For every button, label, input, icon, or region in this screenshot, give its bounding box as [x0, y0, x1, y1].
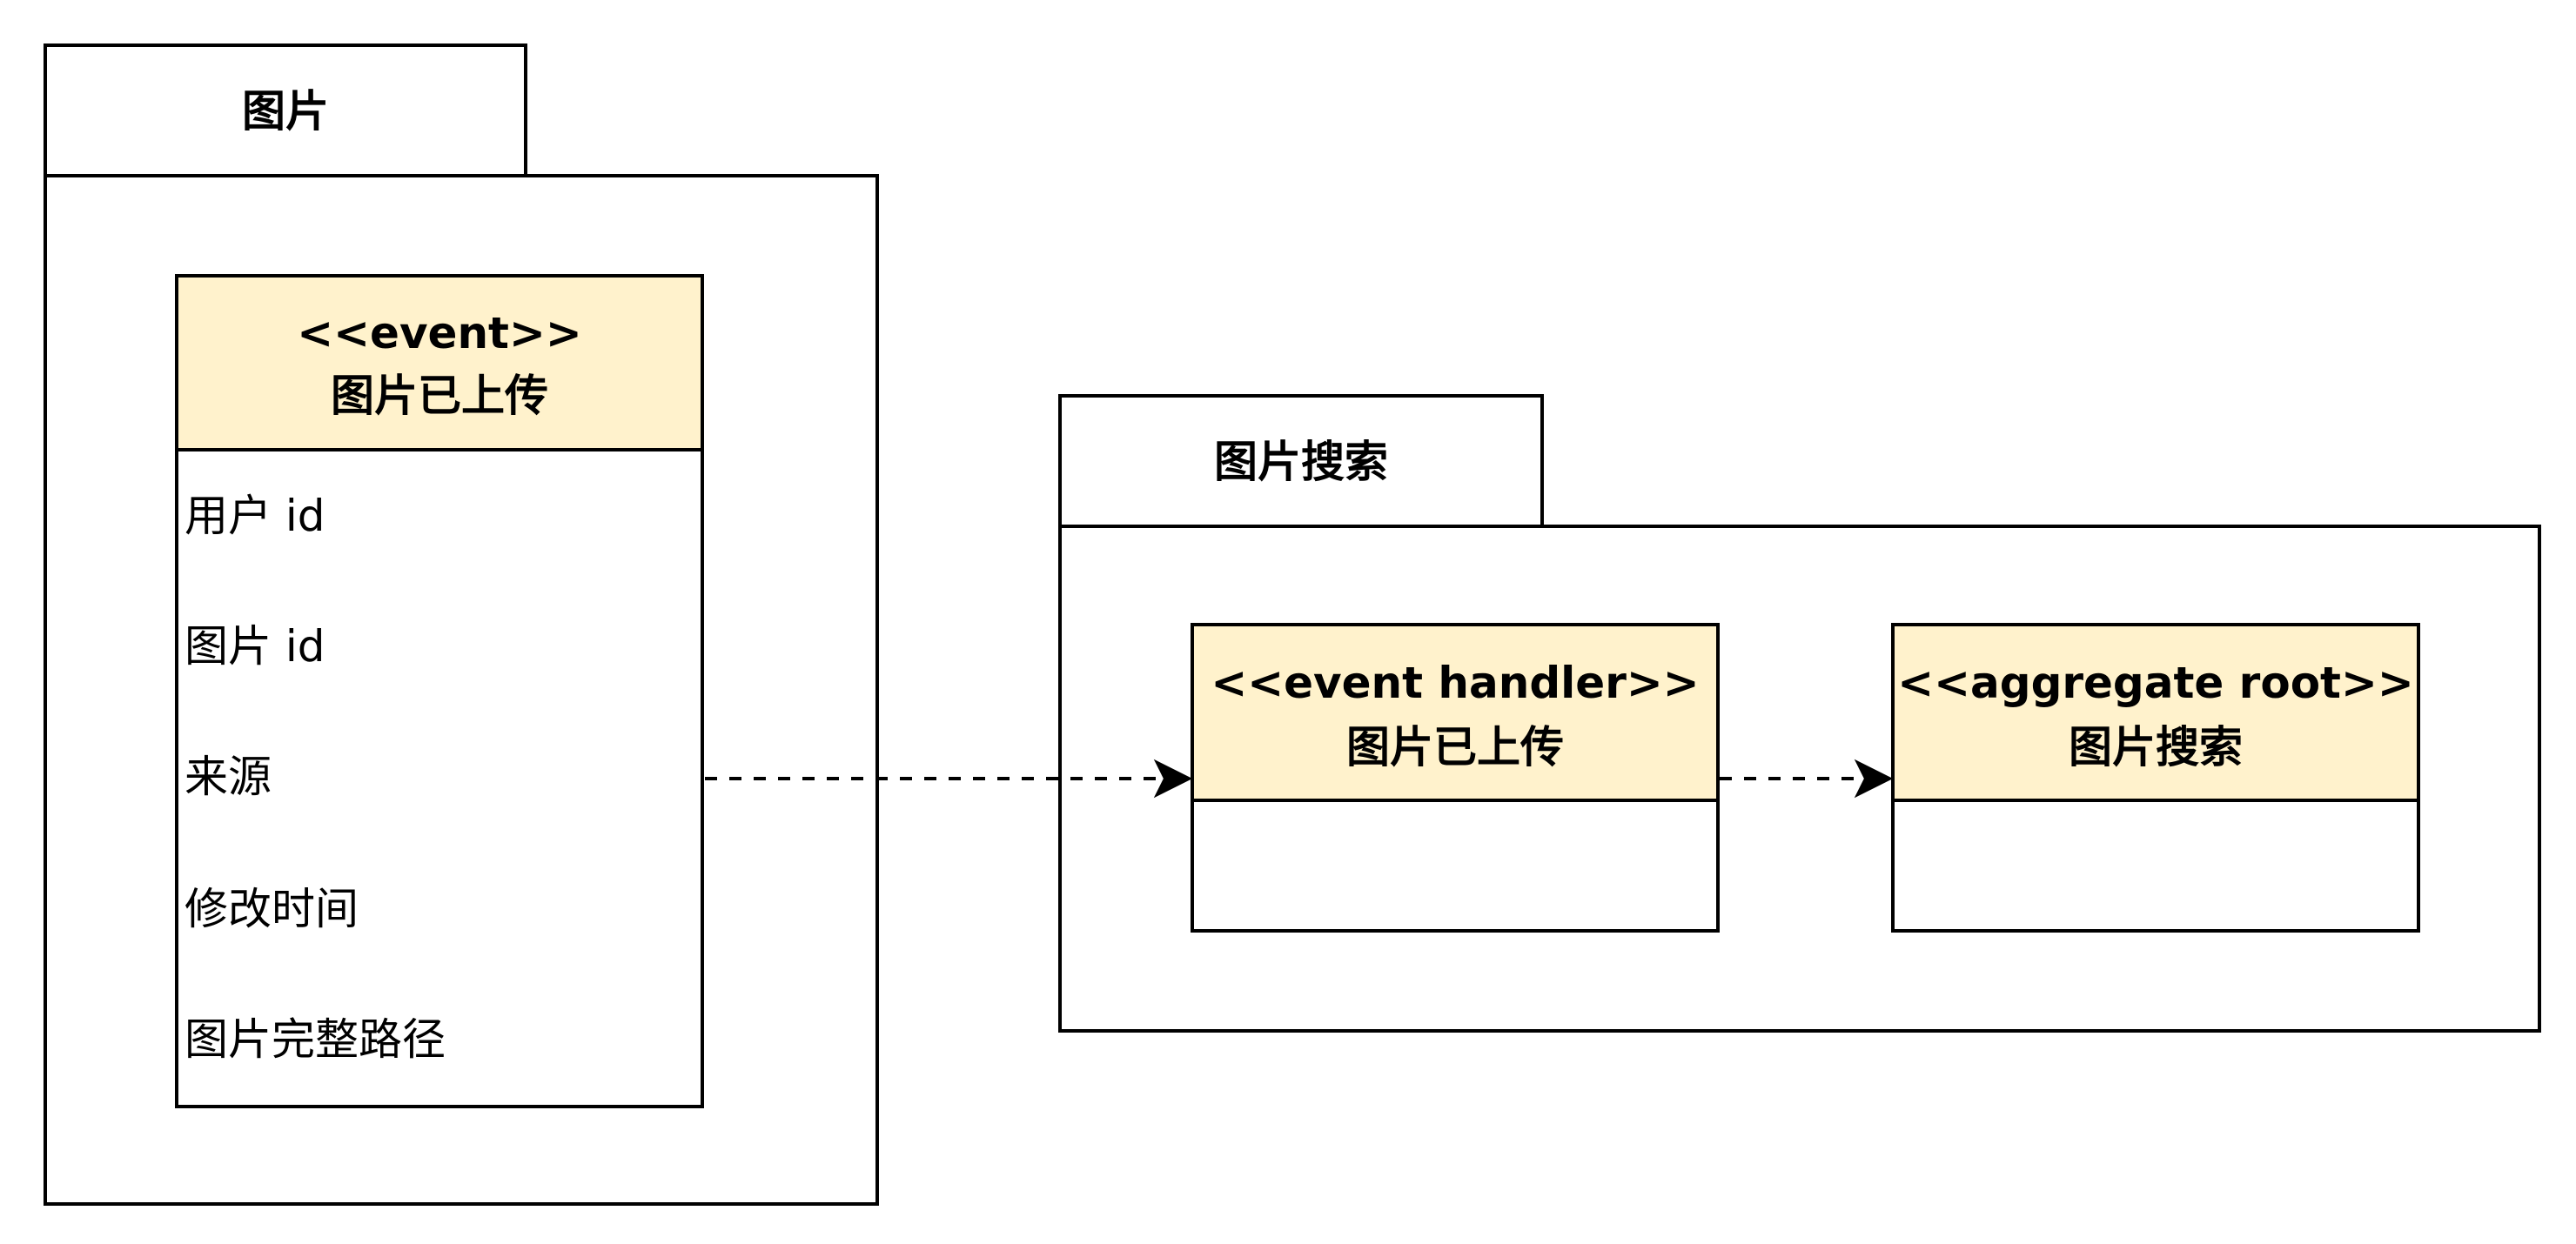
class-event-handler: <<event handler>> 图片已上传	[1191, 623, 1720, 933]
class-event-body	[175, 448, 704, 1108]
class-event-handler-name: 图片已上传	[1346, 722, 1564, 772]
class-event-name: 图片已上传	[331, 371, 548, 421]
connector-handler-to-aggregate	[1720, 759, 1894, 799]
connector-event-to-handler	[705, 759, 1193, 799]
connector-handler-to-aggregate-arrowhead	[1854, 759, 1894, 799]
class-aggregate-root-stereotype: <<aggregate root>>	[1897, 658, 2413, 708]
class-aggregate-root-header	[1891, 623, 2420, 802]
class-aggregate-root-name: 图片搜索	[2069, 722, 2243, 772]
class-event-header	[175, 274, 704, 451]
class-event-handler-header	[1191, 623, 1720, 802]
package-images-tab	[44, 43, 527, 177]
class-aggregate-root: <<aggregate root>> 图片搜索	[1891, 623, 2420, 933]
class-event-image-uploaded: <<event>> 图片已上传 用户 id 图片 id 来源 修改时间 图片完整…	[175, 274, 704, 1108]
class-event-handler-body	[1191, 799, 1720, 933]
class-event-stereotype: <<event>>	[297, 308, 582, 358]
class-event-attr-user-id: 用户 id	[184, 491, 325, 541]
package-images-title: 图片	[242, 86, 329, 137]
connector-event-to-handler-arrowhead	[1153, 759, 1193, 799]
class-event-handler-stereotype: <<event handler>>	[1211, 658, 1699, 708]
class-event-attr-modified-time: 修改时间	[184, 884, 359, 934]
class-event-attr-full-path: 图片完整路径	[184, 1014, 446, 1065]
class-aggregate-root-body	[1891, 799, 2420, 933]
class-event-attr-image-id: 图片 id	[184, 621, 325, 672]
package-image-search-title: 图片搜索	[1214, 437, 1388, 487]
class-event-attr-source: 来源	[184, 752, 272, 802]
